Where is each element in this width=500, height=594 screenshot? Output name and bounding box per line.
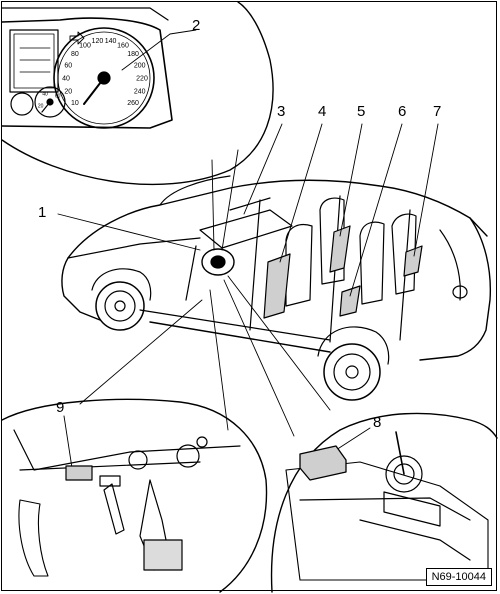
speedometer-tick-label: 10 xyxy=(71,100,79,107)
speedometer-tick-label: 140 xyxy=(105,38,117,45)
small-gauge-tick-label: 40 xyxy=(42,91,48,97)
speedometer-tick-label: 120 xyxy=(92,38,104,45)
speedometer-tick-label: 60 xyxy=(64,63,72,70)
speedometer-tick-label: 200 xyxy=(134,63,146,70)
callout-9: 9 xyxy=(56,399,65,416)
speedometer-tick-label: 240 xyxy=(134,89,146,96)
callout-8: 8 xyxy=(373,414,382,431)
detail-projections xyxy=(79,149,331,437)
small-gauge-tick-label: 60 xyxy=(55,94,61,100)
front-side-airbag-left xyxy=(263,253,291,319)
callout-4: 4 xyxy=(318,103,327,120)
pedal-area-detail xyxy=(1,398,268,593)
leader-lines xyxy=(57,123,439,469)
speedometer-tick-label: 180 xyxy=(127,51,139,58)
callout-5: 5 xyxy=(357,103,366,120)
callout-6: 6 xyxy=(398,103,407,120)
callout-1: 1 xyxy=(38,204,47,221)
speedometer-tick-label: 220 xyxy=(136,76,148,83)
figure-id-label: N69-10044 xyxy=(425,568,492,586)
speedometer-tick-label: 160 xyxy=(117,43,129,50)
side-airbags xyxy=(263,225,423,319)
tunnel-control-unit-detail xyxy=(270,412,498,593)
instrument-cluster-detail xyxy=(1,1,274,186)
callout-3: 3 xyxy=(277,103,286,120)
speedometer-tick-label: 100 xyxy=(79,43,91,50)
callout-2: 2 xyxy=(192,17,201,34)
speedometer-tick-label: 20 xyxy=(64,89,72,96)
callout-7: 7 xyxy=(433,103,442,120)
speedometer-tick-label: 260 xyxy=(127,100,139,107)
front-side-airbag-right xyxy=(329,225,351,273)
speedometer-tick-label: 40 xyxy=(62,76,70,83)
speedometer-tick-label: 80 xyxy=(71,51,79,58)
small-gauge-tick-label: 20 xyxy=(38,103,44,109)
rear-side-airbag-left xyxy=(339,285,361,317)
rear-side-airbag-right xyxy=(403,245,423,277)
